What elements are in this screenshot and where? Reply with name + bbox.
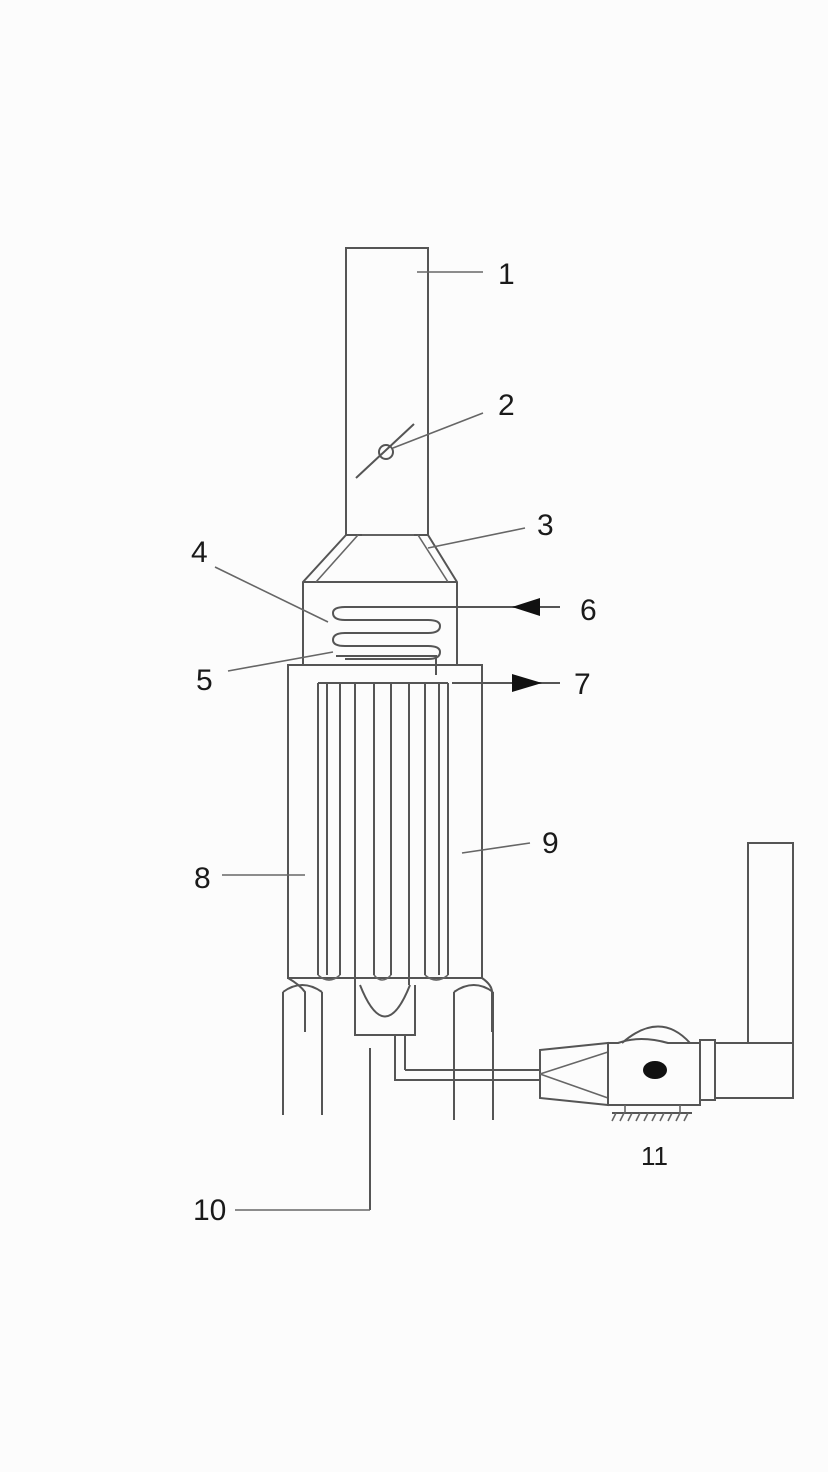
leader-3 (427, 527, 526, 549)
label-11: 11 (641, 1141, 668, 1171)
label-8: 8 (194, 862, 211, 895)
leader-4 (214, 566, 329, 623)
inlet-arrow (512, 598, 560, 616)
outer-shell (287, 664, 483, 979)
leader-9 (461, 842, 531, 854)
labels: 1 2 3 4 5 6 7 8 9 10 11 (191, 258, 668, 1227)
label-10: 10 (193, 1194, 226, 1227)
damper-valve (355, 423, 415, 479)
label-3: 3 (537, 509, 554, 542)
leader-2 (392, 412, 484, 449)
leader-5 (227, 651, 334, 672)
label-5: 5 (196, 664, 213, 697)
coil-exchanger (331, 606, 520, 675)
outlet-arrow (452, 674, 560, 692)
label-1: 1 (498, 258, 515, 291)
blower-unit (539, 842, 794, 1122)
leader-lines (214, 271, 531, 1211)
label-2: 2 (498, 389, 515, 422)
label-4: 4 (191, 536, 208, 569)
base-support (282, 977, 540, 1210)
transition-hood (302, 534, 458, 665)
label-6: 6 (580, 594, 597, 627)
tube-bundle (317, 682, 449, 985)
label-9: 9 (542, 827, 559, 860)
label-7: 7 (574, 668, 591, 701)
stack (345, 247, 429, 536)
